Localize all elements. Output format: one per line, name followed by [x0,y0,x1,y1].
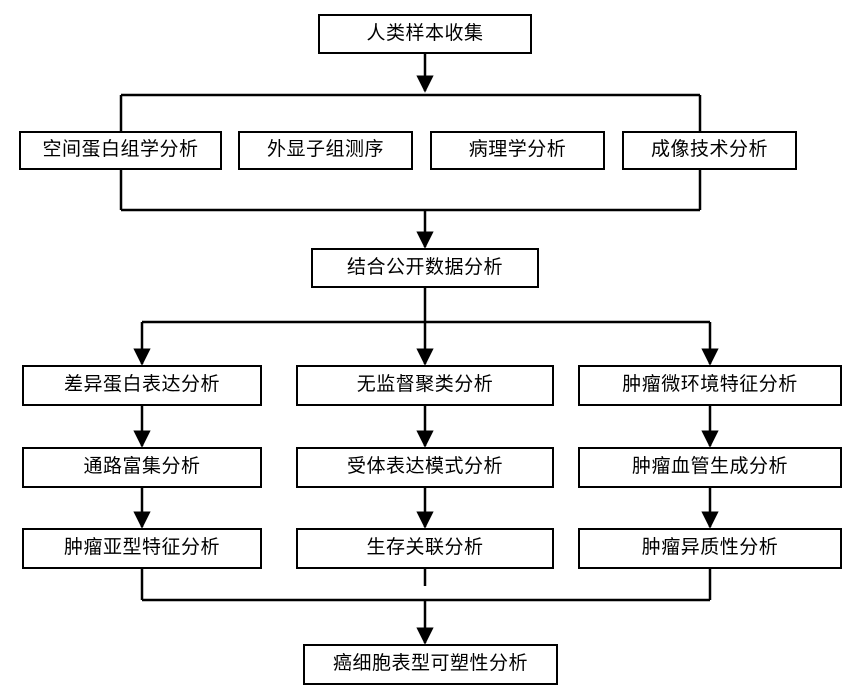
node-tumor-microenvironment-features[interactable]: 肿瘤微环境特征分析 [578,365,842,406]
node-tumor-subtype-features[interactable]: 肿瘤亚型特征分析 [22,528,262,569]
node-survival-association-label: 生存关联分析 [366,536,484,558]
node-unsupervised-clustering-label: 无监督聚类分析 [356,373,494,395]
node-cancer-cell-plasticity-label: 癌细胞表型可塑性分析 [332,652,528,674]
node-pathway-enrichment-label: 通路富集分析 [83,455,201,477]
node-spatial-proteomics[interactable]: 空间蛋白组学分析 [19,131,222,170]
node-receptor-expression-pattern[interactable]: 受体表达模式分析 [296,447,554,488]
node-cancer-cell-plasticity[interactable]: 癌细胞表型可塑性分析 [303,644,558,685]
node-receptor-expression-pattern-label: 受体表达模式分析 [346,455,503,477]
node-pathology-analysis[interactable]: 病理学分析 [430,131,605,170]
node-tumor-microenvironment-features-label: 肿瘤微环境特征分析 [622,373,798,395]
node-unsupervised-clustering[interactable]: 无监督聚类分析 [296,365,554,406]
node-public-data-integration[interactable]: 结合公开数据分析 [311,248,539,288]
node-exome-sequencing[interactable]: 外显子组测序 [238,131,413,170]
node-differential-protein-expression[interactable]: 差异蛋白表达分析 [22,365,262,406]
node-imaging-analysis-label: 成像技术分析 [650,138,768,160]
node-start[interactable]: 人类样本收集 [318,14,532,54]
node-pathology-analysis-label: 病理学分析 [468,138,567,160]
node-tumor-angiogenesis[interactable]: 肿瘤血管生成分析 [578,447,842,488]
node-differential-protein-expression-label: 差异蛋白表达分析 [63,373,220,395]
node-tumor-angiogenesis-label: 肿瘤血管生成分析 [631,455,788,477]
node-tumor-heterogeneity[interactable]: 肿瘤异质性分析 [578,528,842,569]
node-exome-sequencing-label: 外显子组测序 [266,138,384,160]
node-tumor-subtype-features-label: 肿瘤亚型特征分析 [63,536,220,558]
node-public-data-integration-label: 结合公开数据分析 [346,255,503,278]
node-imaging-analysis[interactable]: 成像技术分析 [622,131,797,170]
node-pathway-enrichment[interactable]: 通路富集分析 [22,447,262,488]
node-survival-association[interactable]: 生存关联分析 [296,528,554,569]
node-spatial-proteomics-label: 空间蛋白组学分析 [42,138,199,160]
node-start-label: 人类样本收集 [366,21,484,44]
node-tumor-heterogeneity-label: 肿瘤异质性分析 [641,536,779,558]
